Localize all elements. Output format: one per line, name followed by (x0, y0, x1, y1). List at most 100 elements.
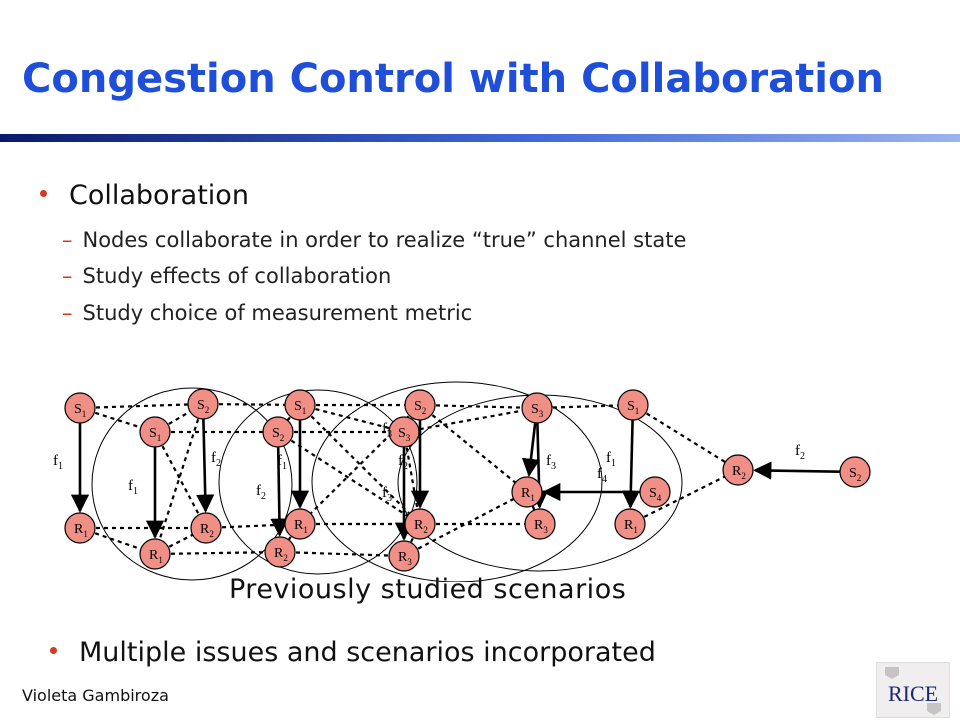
svg-text:S4: S4 (649, 486, 662, 503)
dash-icon: – (62, 228, 73, 252)
slide-title: Congestion Control with Collaboration (22, 56, 884, 102)
node-s2: S2 (187, 388, 219, 420)
svg-text:RICE: RICE (888, 681, 938, 706)
node-s2: S2 (262, 416, 294, 448)
node-r1: R1 (139, 538, 171, 570)
rice-logo: RICE (876, 662, 950, 718)
flow-label: f1 (53, 453, 63, 472)
svg-text:S3: S3 (398, 426, 411, 443)
flow-arrow (521, 422, 540, 477)
svg-text:R2: R2 (200, 522, 214, 539)
bullet-collaboration-text: Collaboration (69, 180, 249, 211)
svg-text:S2: S2 (272, 426, 284, 443)
flow-label: f2 (211, 450, 221, 469)
svg-text:R3: R3 (534, 518, 548, 535)
flow-label: f1 (277, 453, 287, 472)
link-line (79, 402, 204, 410)
node-s2: S2 (404, 389, 436, 421)
bullet-multiple-issues: Multiple issues and scenarios incorporat… (50, 637, 656, 668)
node-s4: S4 (639, 476, 671, 508)
flow-label: f3 (546, 453, 556, 472)
link-line (419, 404, 528, 493)
flow-arrow (753, 461, 841, 480)
link-line (154, 431, 207, 529)
link-line (403, 406, 538, 434)
coverage-ellipse (91, 387, 293, 581)
title-rule (0, 134, 960, 142)
node-s1: S1 (617, 389, 649, 421)
dash-icon: – (62, 301, 73, 325)
bullet-collaboration: Collaboration (40, 180, 249, 211)
node-s1: S1 (139, 416, 171, 448)
node-r1: R1 (511, 476, 543, 508)
svg-text:R1: R1 (294, 518, 308, 535)
flow-arrow (270, 446, 289, 537)
subbullet-3-text: Study choice of measurement metric (82, 301, 473, 325)
bullet-multiple-issues-text: Multiple issues and scenarios incorporat… (79, 637, 656, 668)
node-r1: R1 (64, 512, 96, 544)
node-r2: R2 (264, 536, 296, 568)
svg-text:S2: S2 (414, 399, 426, 416)
node-s3: S3 (521, 392, 553, 424)
svg-text:R2: R2 (414, 518, 428, 535)
link-line (299, 403, 405, 434)
link-line (536, 403, 634, 410)
node-s3: S3 (388, 416, 420, 448)
node-s1: S1 (284, 389, 316, 421)
link-line (202, 402, 301, 407)
node-r2: R2 (190, 512, 222, 544)
subbullet-2: –Study effects of collaboration (62, 264, 391, 288)
subbullet-1: –Nodes collaborate in order to realize “… (62, 228, 686, 252)
diagram-caption: Previously studied scenarios (229, 574, 627, 605)
node-r2: R2 (404, 508, 436, 540)
bullet-dot-icon (40, 190, 47, 197)
flow-label: f4 (597, 466, 607, 485)
flow-label: f1 (606, 450, 616, 469)
flow-arrow (621, 419, 640, 509)
svg-text:R3: R3 (398, 550, 412, 567)
svg-text:R2: R2 (732, 464, 746, 481)
node-r2: R2 (722, 454, 754, 486)
node-r1: R1 (614, 508, 646, 540)
flow-label: f1 (128, 478, 138, 497)
flow-label: f2 (256, 483, 266, 502)
link-line (279, 550, 405, 558)
svg-text:S3: S3 (531, 402, 544, 419)
svg-text:R1: R1 (521, 486, 535, 503)
svg-text:S2: S2 (197, 398, 209, 415)
link-line (403, 491, 528, 557)
svg-text:R1: R1 (74, 522, 88, 539)
subbullet-1-text: Nodes collaborate in order to realize “t… (82, 228, 687, 252)
flow-label: f2 (398, 453, 408, 472)
bullet-dot-icon (50, 647, 57, 654)
svg-text:R1: R1 (149, 548, 163, 565)
svg-text:S1: S1 (294, 399, 306, 416)
flow-label: f3 (382, 421, 392, 440)
link-line (279, 523, 301, 553)
link-line (419, 403, 538, 410)
svg-text:S2: S2 (849, 466, 861, 483)
link-line (154, 550, 281, 556)
link-line (632, 404, 739, 471)
coverage-ellipse (311, 381, 603, 582)
node-s1: S1 (64, 392, 96, 424)
svg-text:S1: S1 (74, 402, 86, 419)
node-r1: R1 (284, 508, 316, 540)
node-r3: R3 (524, 508, 556, 540)
svg-text:R1: R1 (624, 518, 638, 535)
subbullet-2-text: Study effects of collaboration (82, 264, 392, 288)
flow-label: f3 (382, 485, 392, 504)
network-diagram: S1R1S2R2S1R1S1R1S2R2S2R2S3R3S3R3R1S1R1S4… (53, 381, 871, 582)
flow-arrow (196, 418, 215, 513)
dash-icon: – (62, 264, 73, 288)
node-r3: R3 (388, 540, 420, 572)
node-s2: S2 (839, 456, 871, 488)
coverage-ellipse (218, 389, 418, 575)
svg-text:R2: R2 (274, 546, 288, 563)
svg-text:S1: S1 (627, 399, 639, 416)
subbullet-3: –Study choice of measurement metric (62, 301, 472, 325)
link-line (277, 404, 301, 433)
author-footer: Violeta Gambiroza (22, 686, 169, 705)
svg-text:S1: S1 (149, 426, 161, 443)
flow-label: f2 (795, 443, 805, 462)
